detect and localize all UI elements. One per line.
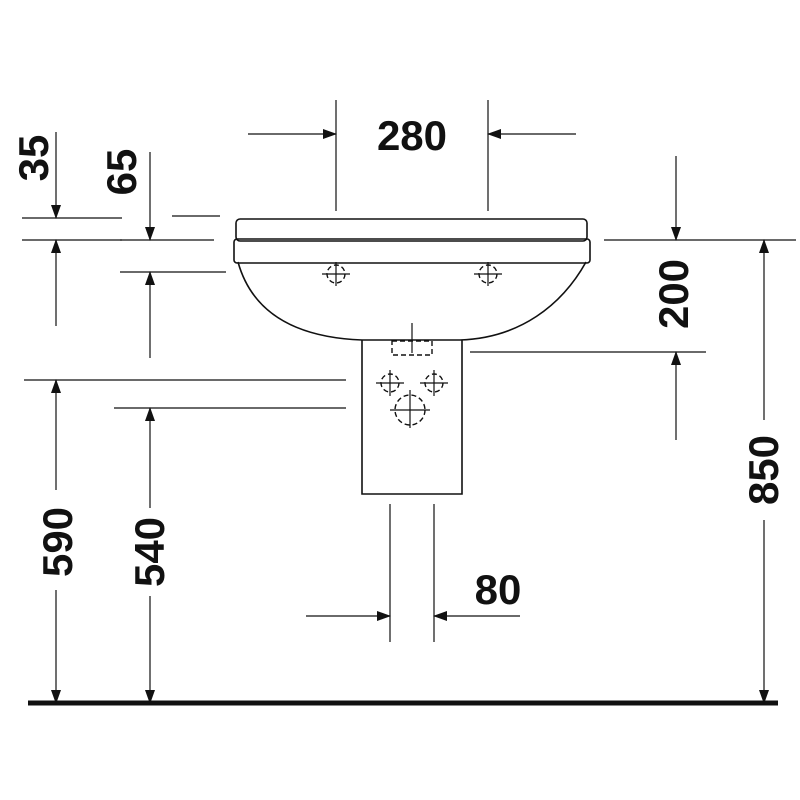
drain-outlet-icon (390, 390, 430, 428)
tap-hole-left-icon (322, 262, 350, 286)
dimension-35: 35 (10, 132, 122, 326)
waste-connection-left-icon (376, 370, 404, 396)
tap-hole-right-icon (474, 262, 502, 286)
dimension-280-label: 280 (377, 112, 447, 159)
dimension-80-label: 80 (475, 566, 522, 613)
dimension-280: 280 (248, 100, 576, 211)
dimension-540: 540 (114, 407, 346, 704)
dimension-200-label: 200 (650, 259, 697, 329)
dimension-850: 850 (740, 239, 787, 704)
basin-rim (233, 238, 591, 264)
dimension-65-label: 65 (98, 149, 145, 196)
dimension-540-label: 540 (126, 517, 173, 587)
semi-pedestal (361, 340, 463, 495)
dimension-65: 65 (98, 149, 226, 358)
basin-rim-top (235, 218, 588, 242)
dimension-35-label: 35 (10, 135, 57, 182)
dimension-850-label: 850 (740, 435, 787, 505)
dimension-590-label: 590 (34, 507, 81, 577)
dimension-80: 80 (306, 504, 521, 642)
waste-connection-right-icon (420, 370, 448, 396)
washbasin (233, 218, 591, 353)
pedestal-trap-outline (391, 340, 433, 356)
dimension-200: 200 (470, 156, 796, 440)
dimension-590: 590 (24, 379, 346, 704)
